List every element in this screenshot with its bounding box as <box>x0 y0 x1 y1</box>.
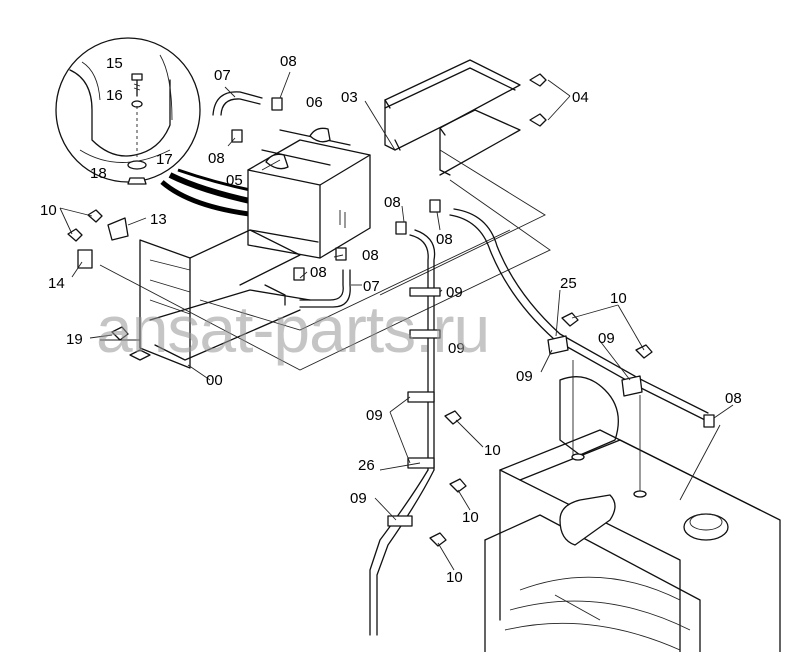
label-13: 13 <box>150 211 167 228</box>
label-07: 07 <box>214 67 231 84</box>
assembly-lines <box>99 149 551 371</box>
label-00: 00 <box>206 372 223 389</box>
part-labels: 15 16 17 18 07 08 06 03 04 08 05 10 13 0… <box>40 53 742 586</box>
label-15: 15 <box>106 55 123 72</box>
label-06: 06 <box>306 94 323 111</box>
label-09: 09 <box>350 490 367 507</box>
label-10: 10 <box>446 569 463 586</box>
label-04: 04 <box>572 89 589 106</box>
label-05: 05 <box>226 172 243 189</box>
label-08: 08 <box>208 150 225 167</box>
label-08: 08 <box>280 53 297 70</box>
label-10: 10 <box>462 509 479 526</box>
watermark-text: ansat-parts.ru <box>96 292 489 366</box>
label-03: 03 <box>341 89 358 106</box>
base-bracket <box>129 229 311 369</box>
label-14: 14 <box>48 275 65 292</box>
label-19: 19 <box>66 331 83 348</box>
label-10: 10 <box>484 442 501 459</box>
detail-inset <box>55 37 201 185</box>
label-26: 26 <box>358 457 375 474</box>
label-08: 08 <box>725 390 742 407</box>
label-18: 18 <box>90 165 107 182</box>
label-08: 08 <box>436 231 453 248</box>
reservoir-tank <box>247 127 371 259</box>
label-08: 08 <box>310 264 327 281</box>
label-09: 09 <box>448 340 465 357</box>
label-25: 25 <box>560 275 577 292</box>
label-07: 07 <box>363 278 380 295</box>
label-17: 17 <box>156 151 173 168</box>
label-10: 10 <box>610 290 627 307</box>
label-09: 09 <box>366 407 383 424</box>
label-09: 09 <box>516 368 533 385</box>
label-08: 08 <box>362 247 379 264</box>
hoses <box>212 91 709 636</box>
label-08: 08 <box>384 194 401 211</box>
label-10: 10 <box>40 202 57 219</box>
strap-bracket <box>384 59 521 176</box>
label-09: 09 <box>598 330 615 347</box>
leader-lines <box>59 71 734 571</box>
label-16: 16 <box>106 87 123 104</box>
engine-block <box>484 360 781 652</box>
label-09: 09 <box>446 284 463 301</box>
